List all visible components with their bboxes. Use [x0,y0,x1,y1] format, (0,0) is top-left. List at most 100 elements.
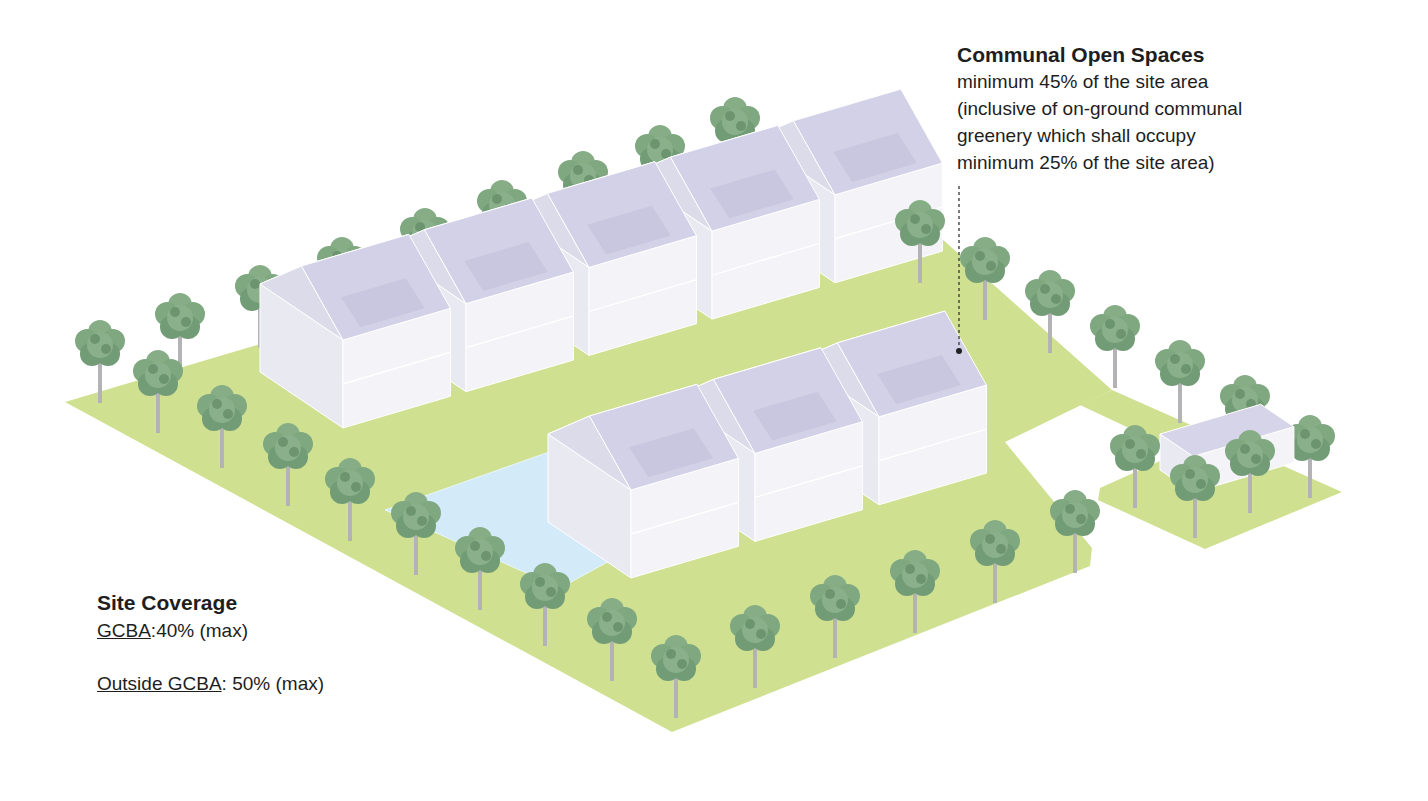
tree-canopy [546,587,556,597]
tree-canopy [167,305,193,331]
house-roof-panel [341,278,425,327]
house-roof-panel [464,242,548,291]
tree-canopy [406,506,416,516]
tree-canopy [181,317,191,327]
tree-trunk [1113,346,1117,388]
tree-canopy [613,622,623,632]
tree-canopy [1182,467,1208,493]
tree-canopy [351,482,361,492]
tree-trunk [220,426,224,468]
tree-trunk [98,361,102,403]
tree-canopy [1311,439,1321,449]
tree-trunk [1048,311,1052,353]
tree-trunk [1178,381,1182,423]
tree-canopy [975,251,985,261]
house-roof-front [671,125,820,231]
label-heading: Site Coverage [97,590,237,616]
tree-canopy [1181,364,1191,374]
tree-canopy [1051,294,1061,304]
tree-canopy [470,541,480,551]
tree-trunk [674,676,678,718]
tree-canopy [209,397,235,423]
tree-trunk [1248,471,1252,513]
tree-canopy [902,562,928,588]
tree-canopy [825,589,835,599]
tree-trunk [348,499,352,541]
tree-canopy [159,374,169,384]
tree-canopy [663,647,689,673]
house-roof-panel [877,355,961,404]
tree-canopy [725,111,735,121]
tree-canopy [982,532,1008,558]
coverage-value: :40% (max) [151,620,248,641]
tree-canopy [170,307,180,317]
tree-canopy [573,165,583,175]
label-text: minimum 45% of the site area (inclusive … [957,68,1275,176]
leader-line [958,186,959,347]
coverage-zone: GCBA [97,620,151,641]
tree-canopy [1167,352,1193,378]
tree-canopy [1297,427,1323,453]
tree-canopy [745,619,755,629]
tree-trunk [543,604,547,646]
tree-canopy [722,109,748,135]
tree-canopy [1040,284,1050,294]
tree-canopy [101,344,111,354]
tree-canopy [736,121,746,131]
tree-trunk [610,639,614,681]
tree-trunk [993,561,997,603]
tree-trunk [1073,531,1077,573]
house-floor-line [343,352,450,384]
house-floor-line [755,466,862,498]
tree-trunk [833,616,837,658]
tree-trunk [1133,466,1137,508]
house-roof-panel [587,206,671,255]
tree-canopy [822,587,848,613]
house-roof-panel [710,169,794,218]
house-roof-front [714,348,863,454]
coverage-row: GCBA:40% (max) [97,619,248,643]
house-floor-line [631,502,738,534]
tree-canopy [996,544,1006,554]
tree-trunk [414,533,418,575]
tree-trunk [983,278,987,320]
tree-trunk [478,568,482,610]
tree-canopy [1076,514,1086,524]
tree-canopy [742,617,768,643]
tree-canopy [223,409,233,419]
tree-canopy [650,139,660,149]
tree-canopy [599,610,625,636]
tree-canopy [986,261,996,271]
tree-canopy [1240,444,1250,454]
tree-canopy [916,574,926,584]
tree-canopy [250,279,260,289]
tree-trunk [1308,456,1312,498]
house-roof-panel [833,133,917,182]
house-roof-front [302,234,451,340]
tree-canopy [1185,469,1195,479]
tree-trunk [918,241,922,283]
tree-canopy [467,539,493,565]
tree-canopy [145,362,171,388]
tree-canopy [532,575,558,601]
house-floor-line [589,280,696,312]
tree-canopy [337,470,363,496]
tree-canopy [836,599,846,609]
tree-canopy [666,649,676,659]
house-roof-front [548,162,697,268]
tree-canopy [1170,354,1180,364]
tree-canopy [1105,319,1115,329]
house-roof-front [794,89,943,195]
tree-canopy [1037,282,1063,308]
tree-canopy [905,564,915,574]
house-roof-panel [753,392,837,441]
tree-canopy [1122,437,1148,463]
house-floor-line [712,243,819,275]
tree-canopy [1125,439,1135,449]
house-floor-line [879,429,986,461]
tree-trunk [913,591,917,633]
tree-canopy [1237,442,1263,468]
tree-canopy [1300,429,1310,439]
tree-trunk [1193,496,1197,538]
tree-canopy [492,194,502,204]
